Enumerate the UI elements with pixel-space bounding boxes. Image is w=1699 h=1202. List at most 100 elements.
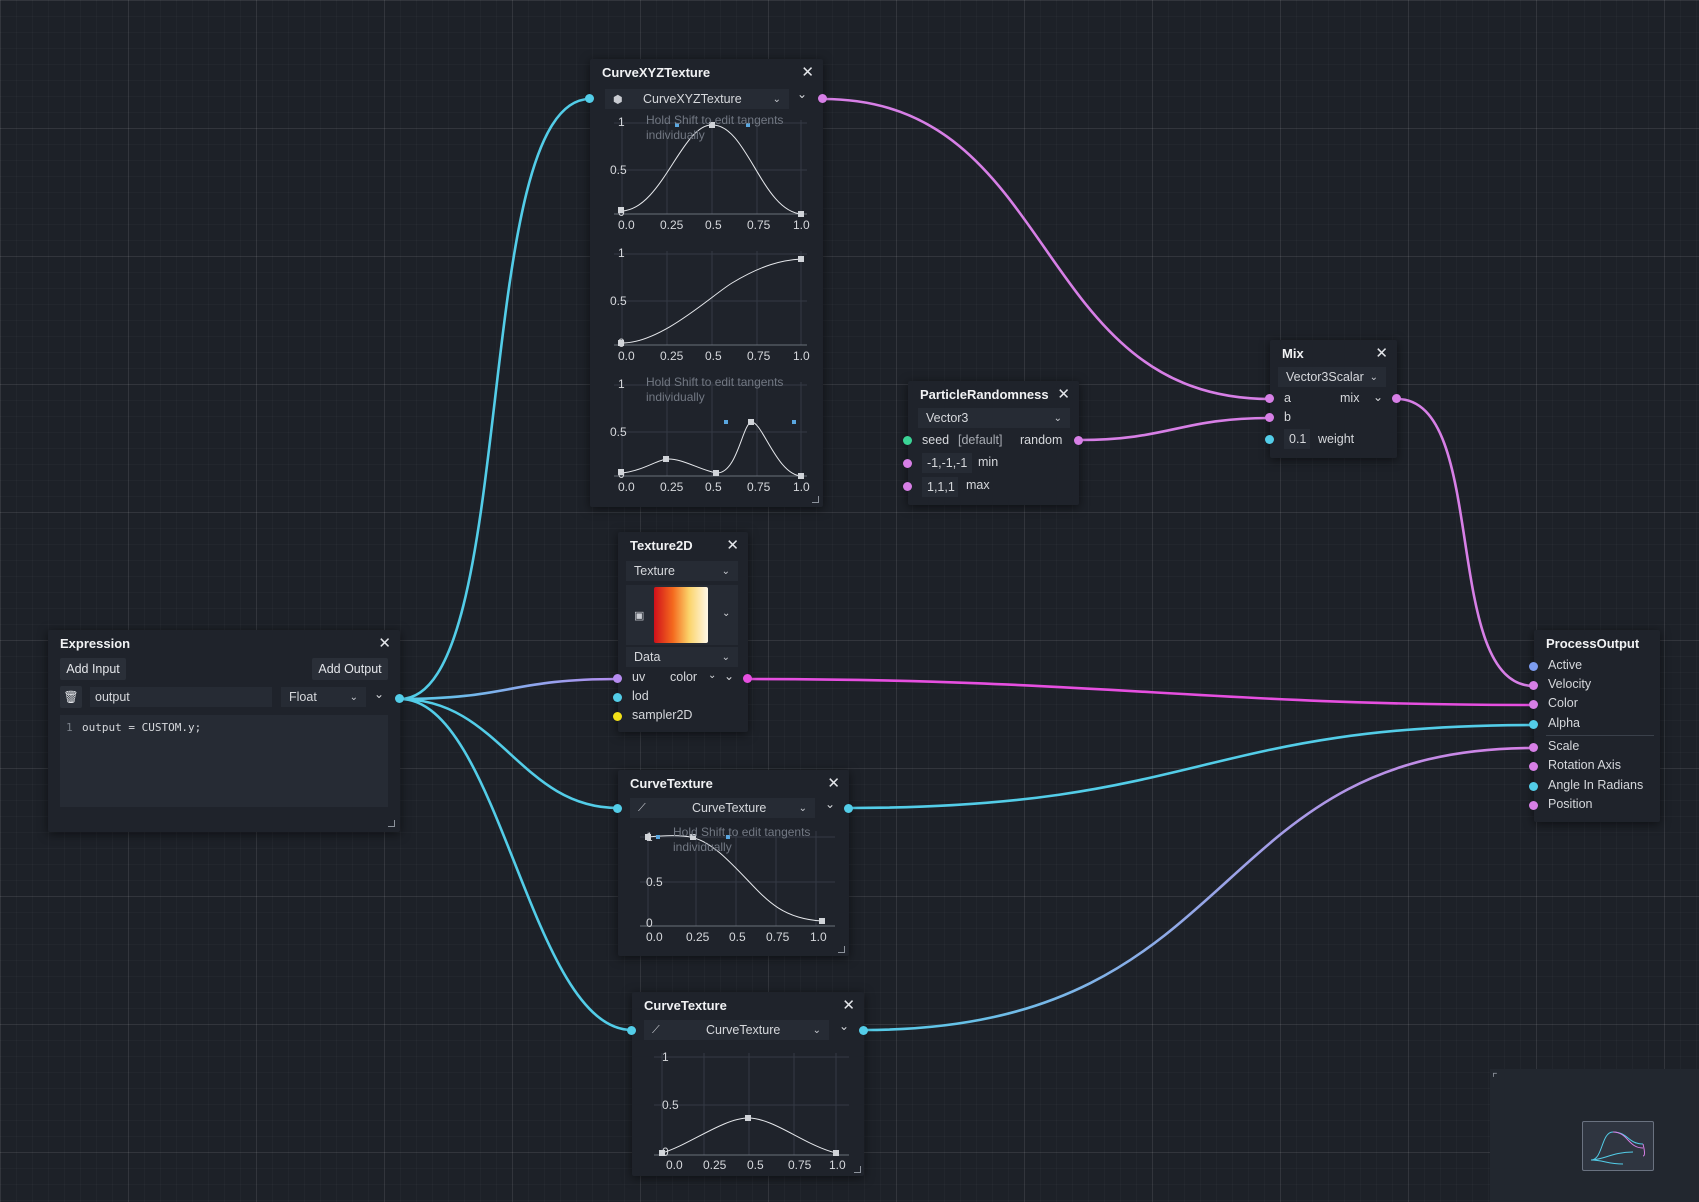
close-icon[interactable]: ✕ [1375,344,1388,362]
mix-output-port[interactable] [1392,394,1401,403]
resize-handle[interactable] [388,820,395,827]
particle-randomness-node[interactable]: ParticleRandomness ✕ Vector3 ⌄ seed [def… [903,381,1083,505]
select-value: Vector3Scalar [1286,370,1364,384]
texture2d-node[interactable]: Texture2D ✕ Texture ⌄ ▣ ⌄ Data ⌄ uv colo… [613,532,752,732]
x-tick: 0.25 [703,1158,727,1172]
curve-texture-node-1[interactable]: CurveTexture ✕ ⟋ CurveTexture ⌄ ⌄ 0.0 0.… [613,770,853,956]
expand-toggle-icon[interactable]: ⌄ [1373,390,1384,404]
curve2-editor[interactable]: 0.0 0.25 0.5 0.75 1.0 1 0.5 0 [644,1045,854,1173]
curve2-output-port[interactable] [859,1026,868,1035]
curvexyz-input-port[interactable] [585,94,594,103]
texture-type-select[interactable]: Texture ⌄ [626,561,738,581]
velocity-input-port[interactable] [1529,681,1538,690]
curve1-header[interactable]: CurveTexture ✕ [618,770,849,796]
angle-input-port[interactable] [1529,782,1538,791]
curve1-output-port[interactable] [844,804,853,813]
rotation-axis-input-port[interactable] [1529,762,1538,771]
position-input-port[interactable] [1529,801,1538,810]
mix-input-a-port[interactable] [1265,394,1274,403]
expression-header[interactable]: Expression ✕ [48,630,400,656]
curve1-editor[interactable]: 0.0 0.25 0.5 0.75 1.0 1 0.5 0 Hold Shift… [630,823,840,951]
curve2-input-port[interactable] [627,1026,636,1035]
x-tick: 0.25 [686,930,710,944]
curve1-texture-select[interactable]: ⟋ CurveTexture ⌄ [630,798,815,818]
texture-data-select[interactable]: Data ⌄ [626,647,738,667]
process-output-node[interactable]: ProcessOutput Active Velocity Color Alph… [1529,630,1660,822]
x-tick: 0.0 [666,1158,683,1172]
mix-type-select[interactable]: Vector3Scalar ⌄ [1278,367,1386,387]
y-tick: 0 [618,205,625,219]
minimap-viewport[interactable] [1582,1121,1654,1171]
curve-editor-y[interactable]: 0.0 0.25 0.5 0.75 1.0 1 0.5 0 [602,245,812,370]
curvexyz-header[interactable]: CurveXYZTexture ✕ [590,59,823,85]
chevron-down-icon: ⌄ [772,93,781,105]
curvexyz-texture-select[interactable]: ⬢ CurveXYZTexture ⌄ [605,89,789,109]
trash-icon[interactable]: 🗑 [60,686,82,708]
min-input-port[interactable] [903,459,912,468]
max-value-field[interactable]: 1,1,1 [922,477,958,497]
expand-toggle-icon[interactable]: ⌄ [797,87,808,101]
output-type-select[interactable]: Float ⌄ [281,687,366,707]
chevron-down-icon[interactable]: ⌄ [722,608,731,619]
curve-z-path [621,421,803,477]
min-value-field[interactable]: -1,-1,-1 [922,453,972,473]
line-number: 1 [66,721,73,734]
texture2d-header[interactable]: Texture2D ✕ [618,532,748,558]
expand-toggle-icon[interactable]: ⌄ [374,687,385,701]
curve1-input-port[interactable] [613,804,622,813]
close-icon[interactable]: ✕ [726,536,739,554]
curvexyz-output-port[interactable] [818,94,827,103]
mix-input-b-port[interactable] [1265,413,1274,422]
minimap[interactable]: ⌜ [1490,1069,1699,1202]
close-icon[interactable]: ✕ [1057,385,1070,403]
uv-input-port[interactable] [613,674,622,683]
color-output-port[interactable] [743,674,752,683]
particle-type-select[interactable]: Vector3 ⌄ [918,408,1070,428]
chevron-down-icon[interactable]: ⌄ [708,670,717,681]
curve-editor-x[interactable]: 0.0 0.25 0.5 0.75 1.0 1 0.5 0 Hold Shift… [602,113,812,239]
curve-editor-z[interactable]: 0.0 0.25 0.5 0.75 1.0 1 0.5 0 Hold Shift… [602,375,812,501]
active-input-port[interactable] [1529,662,1538,671]
output-header[interactable]: ProcessOutput [1534,630,1660,656]
sampler-input-port[interactable] [613,712,622,721]
gradient-preview[interactable] [654,587,708,643]
x-tick: 0.0 [646,930,663,944]
code-editor[interactable]: 1 output = CUSTOM.y; [60,715,388,807]
add-output-button[interactable]: Add Output [312,658,388,680]
expand-toggle-icon[interactable]: ⌄ [724,669,735,683]
close-icon[interactable]: ✕ [801,63,814,81]
random-output-port[interactable] [1074,436,1083,445]
max-input-port[interactable] [903,482,912,491]
curve-texture-node-2[interactable]: CurveTexture ✕ ⟋ CurveTexture ⌄ ⌄ 0.0 0.… [627,992,868,1176]
curvexyz-node[interactable]: CurveXYZTexture ✕ ⬢ CurveXYZTexture ⌄ ⌄ … [585,59,827,507]
particle-header[interactable]: ParticleRandomness ✕ [908,381,1079,407]
resize-handle[interactable] [812,496,819,503]
port-label-random: random [1020,433,1063,447]
x-tick: 0.25 [660,218,684,232]
color-input-port[interactable] [1529,700,1538,709]
expand-toggle-icon[interactable]: ⌄ [839,1019,850,1033]
expression-output-port[interactable] [395,694,404,703]
output-name-field[interactable]: output [90,687,272,707]
port-label-color: color [670,670,698,684]
expand-toggle-icon[interactable]: ⌄ [825,797,836,811]
scale-input-port[interactable] [1529,743,1538,752]
resize-handle[interactable] [838,946,845,953]
mix-node[interactable]: Mix ✕ Vector3Scalar ⌄ a mix ⌄ b 0.1 weig… [1265,340,1401,458]
close-icon[interactable]: ✕ [378,634,391,652]
weight-value-field[interactable]: 0.1 [1284,429,1310,449]
curve2-texture-select[interactable]: ⟋ CurveTexture ⌄ [644,1020,829,1040]
close-icon[interactable]: ✕ [827,774,840,792]
mix-weight-port[interactable] [1265,435,1274,444]
curve2-header[interactable]: CurveTexture ✕ [632,992,864,1018]
select-value: CurveXYZTexture [643,92,742,106]
alpha-input-port[interactable] [1529,720,1538,729]
close-icon[interactable]: ✕ [842,996,855,1014]
add-input-button[interactable]: Add Input [60,658,126,680]
lod-input-port[interactable] [613,693,622,702]
resize-handle[interactable] [854,1166,861,1173]
expression-node[interactable]: Expression ✕ Add Input Add Output 🗑 outp… [48,630,404,832]
mix-header[interactable]: Mix ✕ [1270,340,1397,366]
seed-input-port[interactable] [903,436,912,445]
minimap-resize-icon[interactable]: ⌜ [1492,1071,1498,1085]
